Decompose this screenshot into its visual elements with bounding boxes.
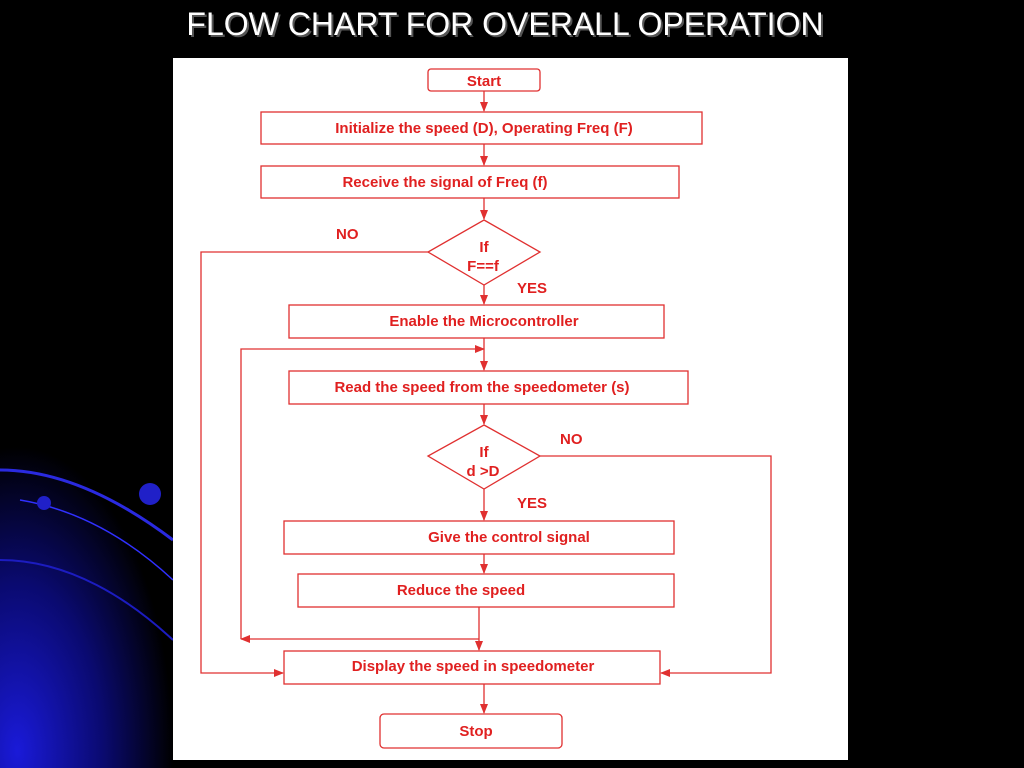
node-decision-freq-label-line1: If — [479, 239, 489, 256]
decision-speed-yes-label: YES — [517, 495, 547, 512]
node-decision-speed-label-line2: d >D — [467, 463, 500, 480]
decision-speed-no-label: NO — [560, 431, 583, 448]
node-reduce-label: Reduce the speed — [397, 582, 525, 599]
node-enable: Enable the Microcontroller — [288, 304, 665, 339]
node-start-shape — [427, 68, 541, 92]
node-init-label: Initialize the speed (D), Operating Freq… — [335, 120, 633, 137]
background-streak — [0, 559, 174, 641]
background-glow — [0, 430, 173, 768]
flowchart-edges — [200, 91, 772, 714]
node-start: Start — [427, 68, 541, 92]
node-read-shape — [288, 370, 689, 405]
slide-title: FLOW CHART FOR OVERALL OPERATION — [186, 6, 824, 42]
node-receive: Receive the signal of Freq (f) — [260, 165, 680, 199]
node-decision-freq-label-line2: F==f — [467, 258, 500, 275]
node-decision-speed-label-line1: If — [479, 444, 489, 461]
background-orb — [139, 483, 161, 505]
node-stop-shape — [379, 713, 563, 749]
node-receive-label: Receive the signal of Freq (f) — [342, 174, 547, 191]
node-reduce: Reduce the speed — [297, 573, 675, 608]
node-decision-speed-shape — [426, 424, 542, 490]
background-streak — [0, 468, 174, 542]
edge-decision1-no-to-display — [200, 251, 428, 677]
node-stop-label: Stop — [459, 723, 492, 740]
node-display-shape — [283, 650, 661, 685]
edge-loop-back-to-read — [240, 345, 485, 639]
decision-freq-yes-label: YES — [517, 280, 547, 297]
node-control: Give the control signal — [283, 520, 675, 555]
flowchart-panel: Start Initialize the speed (D), Operatin… — [173, 58, 848, 760]
node-read: Read the speed from the speedometer (s) — [288, 370, 689, 405]
node-start-label: Start — [467, 73, 501, 90]
node-display: Display the speed in speedometer — [283, 650, 661, 685]
node-decision-freq-shape — [426, 219, 542, 286]
node-decision-speed: If d >D — [426, 424, 542, 490]
background-orb — [37, 496, 51, 510]
node-receive-shape — [260, 165, 680, 199]
node-init-shape — [260, 111, 703, 145]
node-read-label: Read the speed from the speedometer (s) — [334, 379, 629, 396]
node-enable-shape — [288, 304, 665, 339]
decision-freq-no-label: NO — [336, 226, 359, 243]
node-enable-label: Enable the Microcontroller — [389, 313, 578, 330]
edge-decision2-no-to-display — [540, 455, 772, 677]
node-display-label: Display the speed in speedometer — [352, 658, 595, 675]
node-decision-freq: If F==f — [426, 219, 542, 286]
node-control-shape — [283, 520, 675, 555]
node-stop: Stop — [379, 713, 563, 749]
node-init: Initialize the speed (D), Operating Freq… — [260, 111, 703, 145]
flowchart: Start Initialize the speed (D), Operatin… — [200, 68, 772, 749]
node-reduce-shape — [297, 573, 675, 608]
node-control-label: Give the control signal — [428, 529, 590, 546]
